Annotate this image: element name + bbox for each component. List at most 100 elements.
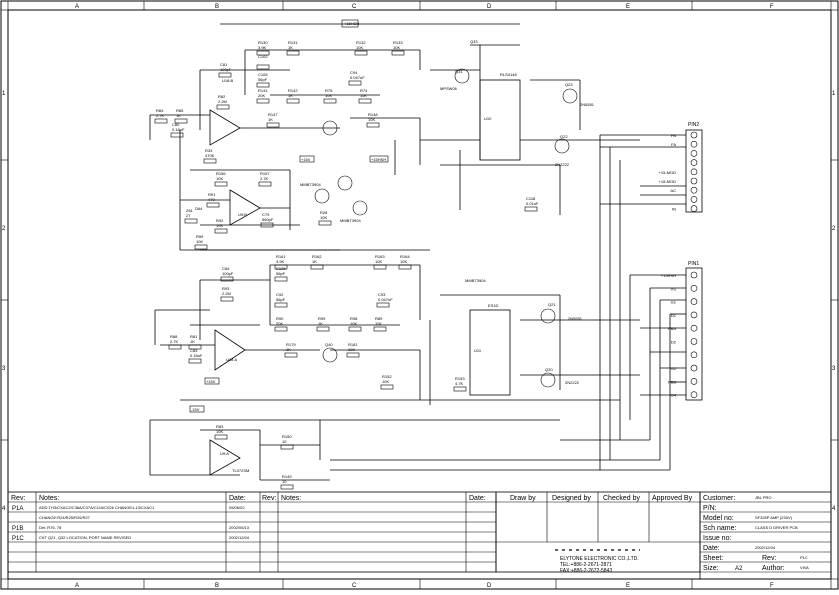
pin2-pin xyxy=(690,186,698,194)
pin1-pin-label: D1 xyxy=(671,313,677,318)
pin1-pin xyxy=(690,284,698,292)
upper-component-body xyxy=(358,98,372,104)
lower-component-ref: R98 xyxy=(350,316,358,321)
upper-component-ref: R157 xyxy=(260,171,270,176)
part-d35: Q33 xyxy=(470,39,478,44)
transistor-q36 xyxy=(314,188,330,204)
zone-row-left: 4 xyxy=(2,506,6,512)
lower-component-value: 10K xyxy=(350,321,357,326)
part-u18a: U18:A xyxy=(226,357,237,362)
lower-component-value: 0.18uF xyxy=(190,353,203,358)
lower-component-ref: C83 xyxy=(190,348,198,353)
part-tl072: TL072SM xyxy=(232,468,249,473)
upper-component-ref: C102 xyxy=(258,54,268,59)
rev-row-rev: P1C xyxy=(12,536,24,542)
part-q20: Q20 xyxy=(545,367,553,372)
upper-component-value: 3.9K xyxy=(258,45,267,50)
rev-header-date-1: Date: xyxy=(229,495,246,502)
lower-component-body xyxy=(376,302,390,308)
sch-label: Sch name: xyxy=(703,525,737,532)
lower-component-body xyxy=(348,326,362,332)
upper-component-value: 2.2M xyxy=(218,99,227,104)
lower-component-body xyxy=(373,326,387,332)
lower-component-body xyxy=(453,386,467,392)
pin1-pin xyxy=(690,351,698,359)
upper-component-ref: R142 xyxy=(288,88,298,93)
approval-checked-by: Checked by xyxy=(603,495,640,502)
company-fax: FAX:+886-2-2672-5843 xyxy=(560,568,612,574)
lower-component-body xyxy=(274,276,288,282)
lower-component-ref: R90 xyxy=(276,316,284,321)
upper-component-body xyxy=(216,104,230,110)
approval-designed-by: Designed by xyxy=(552,495,591,502)
upper-component-body xyxy=(348,80,362,86)
part-zener: D64 xyxy=(195,206,203,211)
upper-component-body xyxy=(258,181,272,187)
author-value: VIVA xyxy=(800,565,809,570)
lower-component-body xyxy=(373,264,387,270)
upper-component-value: 10K xyxy=(325,93,332,98)
company-tel: TEL:+886-2-2671-2871 xyxy=(560,562,612,568)
rev-row-note: CHANGE:R24/R25/R26/R27 xyxy=(39,515,91,520)
model-label: Model no: xyxy=(703,515,734,522)
lower-component-ref: R164 xyxy=(400,254,410,259)
pin1-pin xyxy=(690,338,698,345)
lower-component-ref: R149 xyxy=(282,474,292,479)
zone-col-top: E xyxy=(626,4,630,10)
upper-component-body xyxy=(184,218,198,224)
lower-component-value: 20K xyxy=(276,321,283,326)
part-ir2111-lower: U11 xyxy=(474,348,482,353)
part-q22-type: 2N2222 xyxy=(555,162,570,167)
lower-component-body xyxy=(168,344,182,350)
rail-label-pwr2: +15HSH xyxy=(371,157,386,162)
lower-component-value: 1K xyxy=(286,347,291,352)
lower-component-ref: R153 xyxy=(455,376,465,381)
pin2-pin-label: FA xyxy=(671,142,676,147)
upper-component-value: 0.047uF xyxy=(350,75,365,80)
part-u9a: U9:A xyxy=(220,451,229,456)
transistor-q31 xyxy=(454,68,470,84)
upper-component-body xyxy=(354,50,368,56)
lower-component-ref: R93 xyxy=(222,286,230,291)
lower-component-ref: R152 xyxy=(382,374,392,379)
part-d43: MMBT3904 xyxy=(465,278,486,283)
rail-label-neg: -15V xyxy=(191,407,200,412)
zone-row-left: 2 xyxy=(2,226,6,232)
upper-component-ref: R130 xyxy=(258,40,268,45)
zone-col-top: F xyxy=(770,4,774,10)
pin1-pin-label: VS xyxy=(671,286,677,291)
rail-label-top: +15HSH xyxy=(344,21,359,26)
upper-component-body xyxy=(218,72,232,78)
pin2-pin xyxy=(690,150,698,157)
part-q21: Q21 xyxy=(548,302,556,307)
upper-component-value: 2.7K xyxy=(156,113,165,118)
zone-col-bottom: B xyxy=(215,583,219,589)
title-block: Customer: JBL PRO P/N: Model no: SF325P … xyxy=(699,491,832,580)
lower-component-body xyxy=(280,484,294,490)
lower-component-ref: C93 xyxy=(378,292,386,297)
model-value: SF325P AMP (230V) xyxy=(755,515,793,520)
upper-component-value: 560pF xyxy=(262,217,274,222)
lower-component-body xyxy=(188,358,202,364)
zone-row-right: 4 xyxy=(832,506,836,512)
upper-component-ref: R33 xyxy=(205,148,213,153)
lower-component-body xyxy=(310,264,324,270)
author-label: Author: xyxy=(762,565,785,572)
pin2-title: PIN2 xyxy=(688,122,699,128)
issue-label: Issue no: xyxy=(703,535,731,542)
part-q23-type: 2N5551 xyxy=(580,102,595,107)
lower-component-value: 100pF xyxy=(222,271,234,276)
upper-component-value: 470 xyxy=(208,197,215,202)
lower-component-body xyxy=(274,302,288,308)
upper-component-value: 10K xyxy=(393,45,400,50)
size-value: A2 xyxy=(735,566,743,572)
pn-label: P/N: xyxy=(703,505,717,512)
transistor-q20 xyxy=(540,372,556,388)
zone-col-top: D xyxy=(487,4,492,10)
upper-component-value: 10K xyxy=(356,45,363,50)
transistor-q37 xyxy=(352,200,368,216)
part-q31: Q31 xyxy=(455,69,463,74)
lower-component-ref: C84 xyxy=(222,266,230,271)
upper-component-ref: R91 xyxy=(208,192,216,197)
